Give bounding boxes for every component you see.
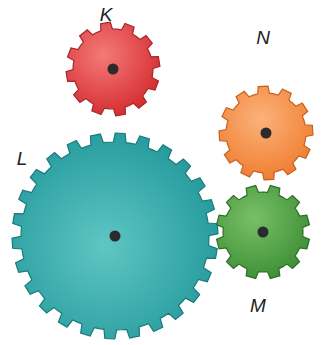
gear-body [12,133,218,339]
axle-dot [108,64,119,75]
gear-label: N [256,28,270,47]
gear-label: K [100,5,113,24]
gear-body [219,86,313,180]
gear [66,22,160,116]
gear-label: L [17,149,28,168]
axle-dot [261,128,272,139]
gear [12,133,218,339]
gear-body [66,22,160,116]
axle-dot [258,227,269,238]
axle-dot [110,231,121,242]
gear [219,86,313,180]
gear-body [217,186,310,279]
gear-label: M [250,296,266,315]
gear [217,186,310,279]
